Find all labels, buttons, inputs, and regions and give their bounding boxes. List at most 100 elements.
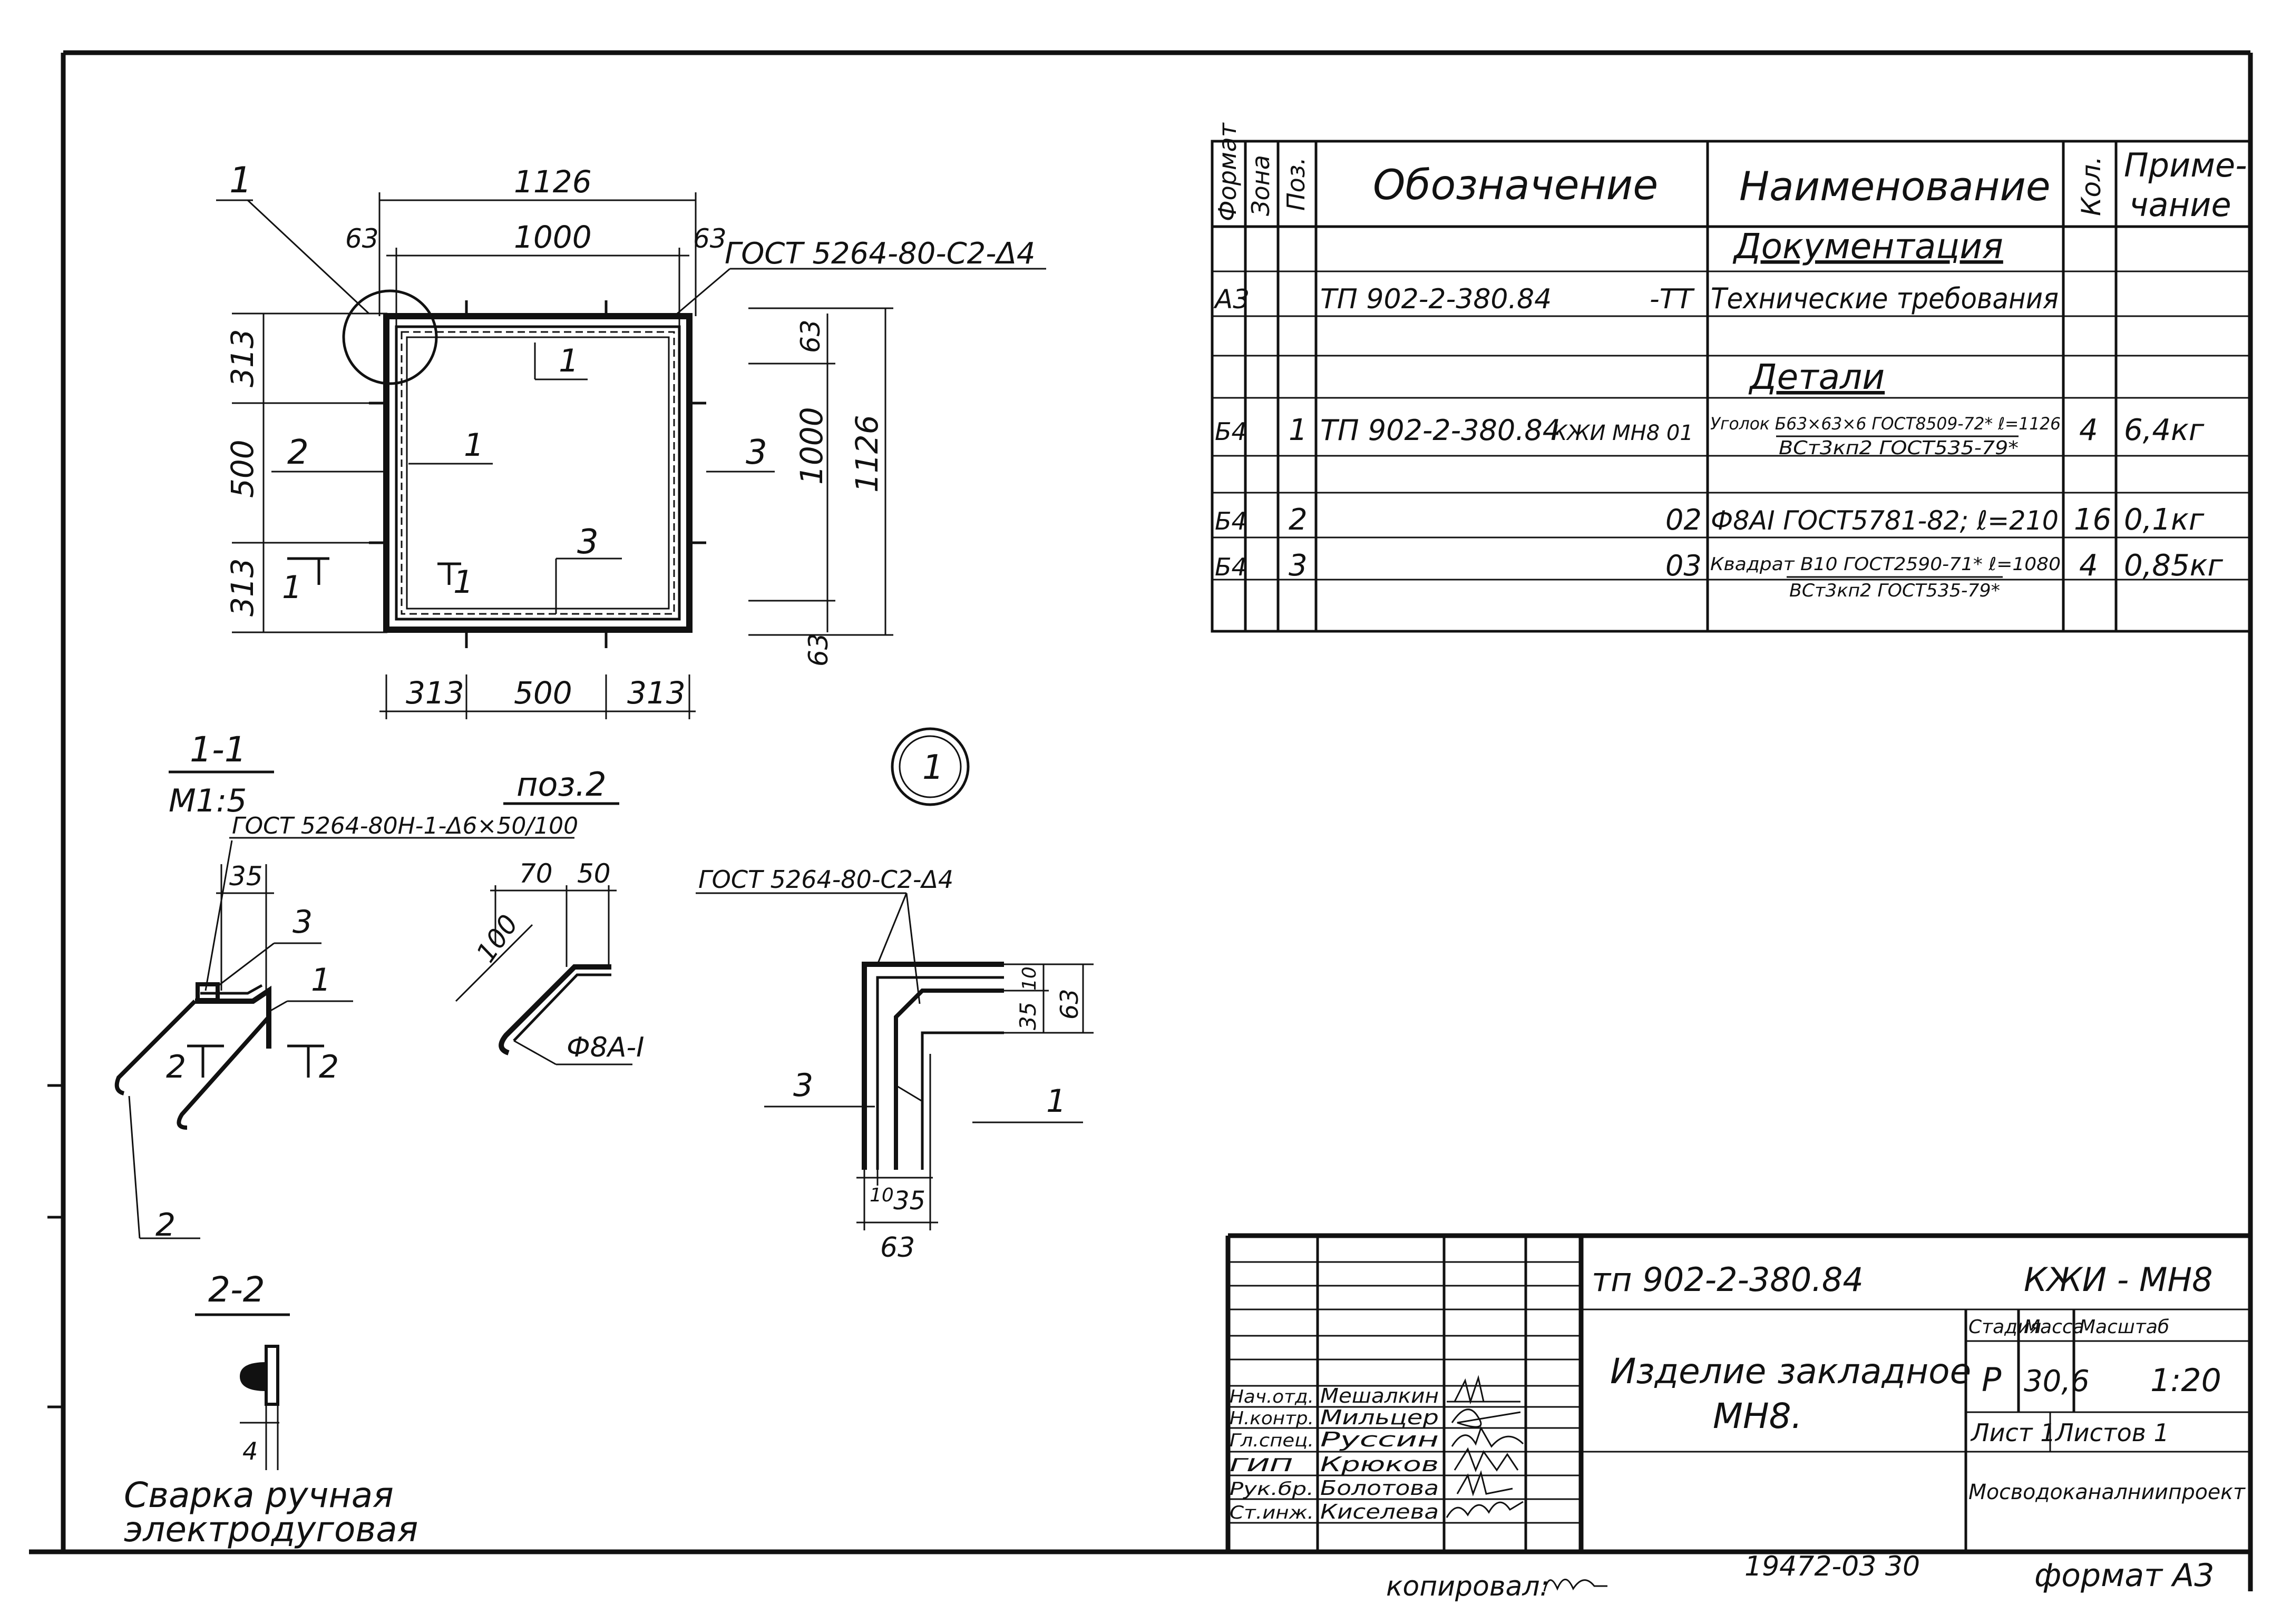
node-1-callout-1: 1 — [1046, 1083, 1066, 1120]
node-1-weld-note: ГОСТ 5264-80-С2-Δ4 — [698, 865, 953, 894]
plan-view: 1126 1000 63 63 ГОСТ 5264-80-С2-Δ4 313 5… — [216, 160, 1046, 806]
row-3-note: 0,85кг — [2124, 549, 2224, 583]
section-1-1-mark-2-right: 2 — [319, 1049, 339, 1085]
row-1-format: Б4 — [1215, 417, 1247, 446]
staff-role-2: Гл.спец. — [1230, 1430, 1314, 1451]
row-1-qty: 4 — [2079, 413, 2098, 447]
pos-2-detail: поз.2 70 50 100 Ф8А-I — [455, 765, 645, 1065]
signature-4 — [1456, 1470, 1513, 1496]
header-designation: Обозначение — [1373, 162, 1658, 209]
signature-0 — [1447, 1375, 1520, 1405]
section-1-1-scale: М1:5 — [169, 782, 247, 819]
dim-bottom-313-left: 313 — [406, 675, 464, 711]
callout-2: 2 — [287, 433, 309, 472]
section-mark-left: 1 — [282, 569, 302, 606]
section-1-1-callout-2: 2 — [155, 1207, 176, 1244]
row-1-name-2: ВСт3кп2 ГОСТ535-79* — [1779, 437, 2019, 459]
callout-3-right: 3 — [746, 433, 767, 472]
row-2-qty: 16 — [2074, 503, 2111, 537]
product-name-1: Изделие закладное — [1610, 1351, 1971, 1392]
dim-left-500: 500 — [225, 439, 260, 498]
section-1-1-mark-2-left: 2 — [166, 1049, 186, 1085]
callout-3-bottom: 3 — [577, 523, 599, 562]
section-1-1-dim-35: 35 — [229, 861, 263, 892]
header-mass: Масса — [2024, 1316, 2084, 1338]
row-3-name-1: Квадрат В10 ГОСТ2590-71* ℓ=1080 — [1710, 554, 2061, 575]
header-name: Наименование — [1739, 163, 2051, 210]
sheet-format: формат А3 — [2034, 1557, 2214, 1594]
dim-top-63-left: 63 — [345, 223, 379, 254]
row-2-pos: 2 — [1289, 503, 1308, 537]
staff-name-1: Мильцер — [1320, 1406, 1439, 1429]
product-name-2: МН8. — [1713, 1396, 1802, 1436]
staff-role-1: Н.контр. — [1230, 1408, 1314, 1429]
node-1-dim-10-h: 10 — [870, 1185, 894, 1206]
staff-name-0: Мешалкин — [1320, 1384, 1439, 1407]
row-3-pos: 3 — [1289, 549, 1308, 583]
row-1-designation: ТП 902-2-380.84 — [1320, 414, 1561, 447]
staff-name-3: Крюков — [1320, 1453, 1439, 1476]
callout-1-top: 1 — [559, 343, 579, 379]
plan-weld-note: ГОСТ 5264-80-С2-Δ4 — [725, 237, 1035, 271]
org-name: Мосводоканалниипроект — [1968, 1480, 2246, 1504]
weld-method-line2: электродуговая — [124, 1509, 418, 1550]
dim-right-63-top: 63 — [795, 319, 826, 353]
row-1-pos: 1 — [1289, 413, 1308, 447]
section-2-2: 2-2 4 Сварка ручная электродуговая — [124, 1269, 418, 1550]
stage-value: Р — [1982, 1361, 2002, 1399]
dim-top-1126: 1126 — [514, 164, 592, 200]
dim-bottom-313-right: 313 — [627, 675, 686, 711]
row-1-note: 6,4кг — [2124, 413, 2205, 447]
pos-2-title: поз.2 — [516, 765, 607, 804]
node-1-dim-63-v: 63 — [1055, 989, 1084, 1020]
section-1-1-callout-1: 1 — [311, 962, 331, 999]
dim-right-1126: 1126 — [849, 415, 885, 493]
signature-3 — [1454, 1447, 1519, 1473]
section-mark-inner: 1 — [453, 564, 473, 601]
signature-1 — [1451, 1408, 1521, 1428]
dim-top-1000: 1000 — [514, 219, 592, 255]
dim-bottom-500: 500 — [514, 675, 572, 711]
node-1-dim-63-h: 63 — [880, 1232, 915, 1264]
pos-2-dim-100: 100 — [470, 909, 524, 967]
signature-5 — [1446, 1501, 1524, 1518]
node-1-dim-35-h: 35 — [893, 1186, 925, 1216]
sheet-label: Лист 1 — [1970, 1418, 2055, 1447]
pos-2-bar-label: Ф8А-I — [567, 1032, 645, 1063]
mass-value: 30,6 — [2024, 1364, 2090, 1398]
copier-signature — [1543, 1579, 1607, 1592]
row-docs-designation: ТП 902-2-380.84 — [1320, 283, 1552, 315]
inv-number: 19472-03 30 — [1744, 1551, 1920, 1582]
node-mark: 1 — [922, 748, 944, 787]
spec-table: Формат Зона Поз. Обозначение Наименовани… — [1211, 122, 2252, 633]
staff-role-5: Ст.инж. — [1230, 1502, 1314, 1523]
node-1-dim-10-v: 10 — [1019, 966, 1040, 991]
section-1-1-weld-note: ГОСТ 5264-80Н-1-Δ6×50/100 — [232, 813, 578, 839]
dim-left-313-top: 313 — [225, 329, 260, 387]
dim-top-63-right: 63 — [693, 223, 727, 254]
section-docs: Документация — [1732, 226, 2003, 267]
header-scale: Масштаб — [2079, 1316, 2169, 1338]
dim-right-63-bottom: 63 — [803, 633, 834, 667]
node-1-detail: ГОСТ 5264-80-С2-Δ4 35 10 63 10 35 63 3 1 — [696, 865, 1094, 1264]
row-docs-name: Технические требования — [1711, 282, 2059, 315]
footer: копировал: 19472-03 30 формат А3 — [1386, 1551, 2214, 1602]
row-2-name: Ф8АI ГОСТ5781-82; ℓ=210 — [1711, 505, 2059, 536]
row-3-format: Б4 — [1215, 553, 1247, 581]
section-1-1-title: 1-1 — [190, 729, 247, 770]
section-2-2-dim-4: 4 — [242, 1437, 258, 1465]
section-2-2-title: 2-2 — [208, 1269, 265, 1310]
header-note-1: Приме- — [2124, 146, 2247, 184]
row-2-format: Б4 — [1215, 507, 1247, 535]
header-zone: Зона — [1246, 155, 1275, 216]
weld-method-line1: Сварка ручная — [124, 1475, 394, 1515]
row-2-suffix: 02 — [1665, 503, 1702, 536]
copied-label: копировал: — [1386, 1571, 1549, 1602]
header-pos: Поз. — [1282, 157, 1310, 211]
scale-value: 1:20 — [2150, 1362, 2221, 1399]
staff-role-3: ГИП — [1230, 1455, 1293, 1476]
callout-1-leader: 1 — [229, 160, 252, 201]
staff-role-4: Рук.бр. — [1230, 1479, 1314, 1500]
row-1-suffix: КЖИ МН8 01 — [1552, 421, 1693, 445]
